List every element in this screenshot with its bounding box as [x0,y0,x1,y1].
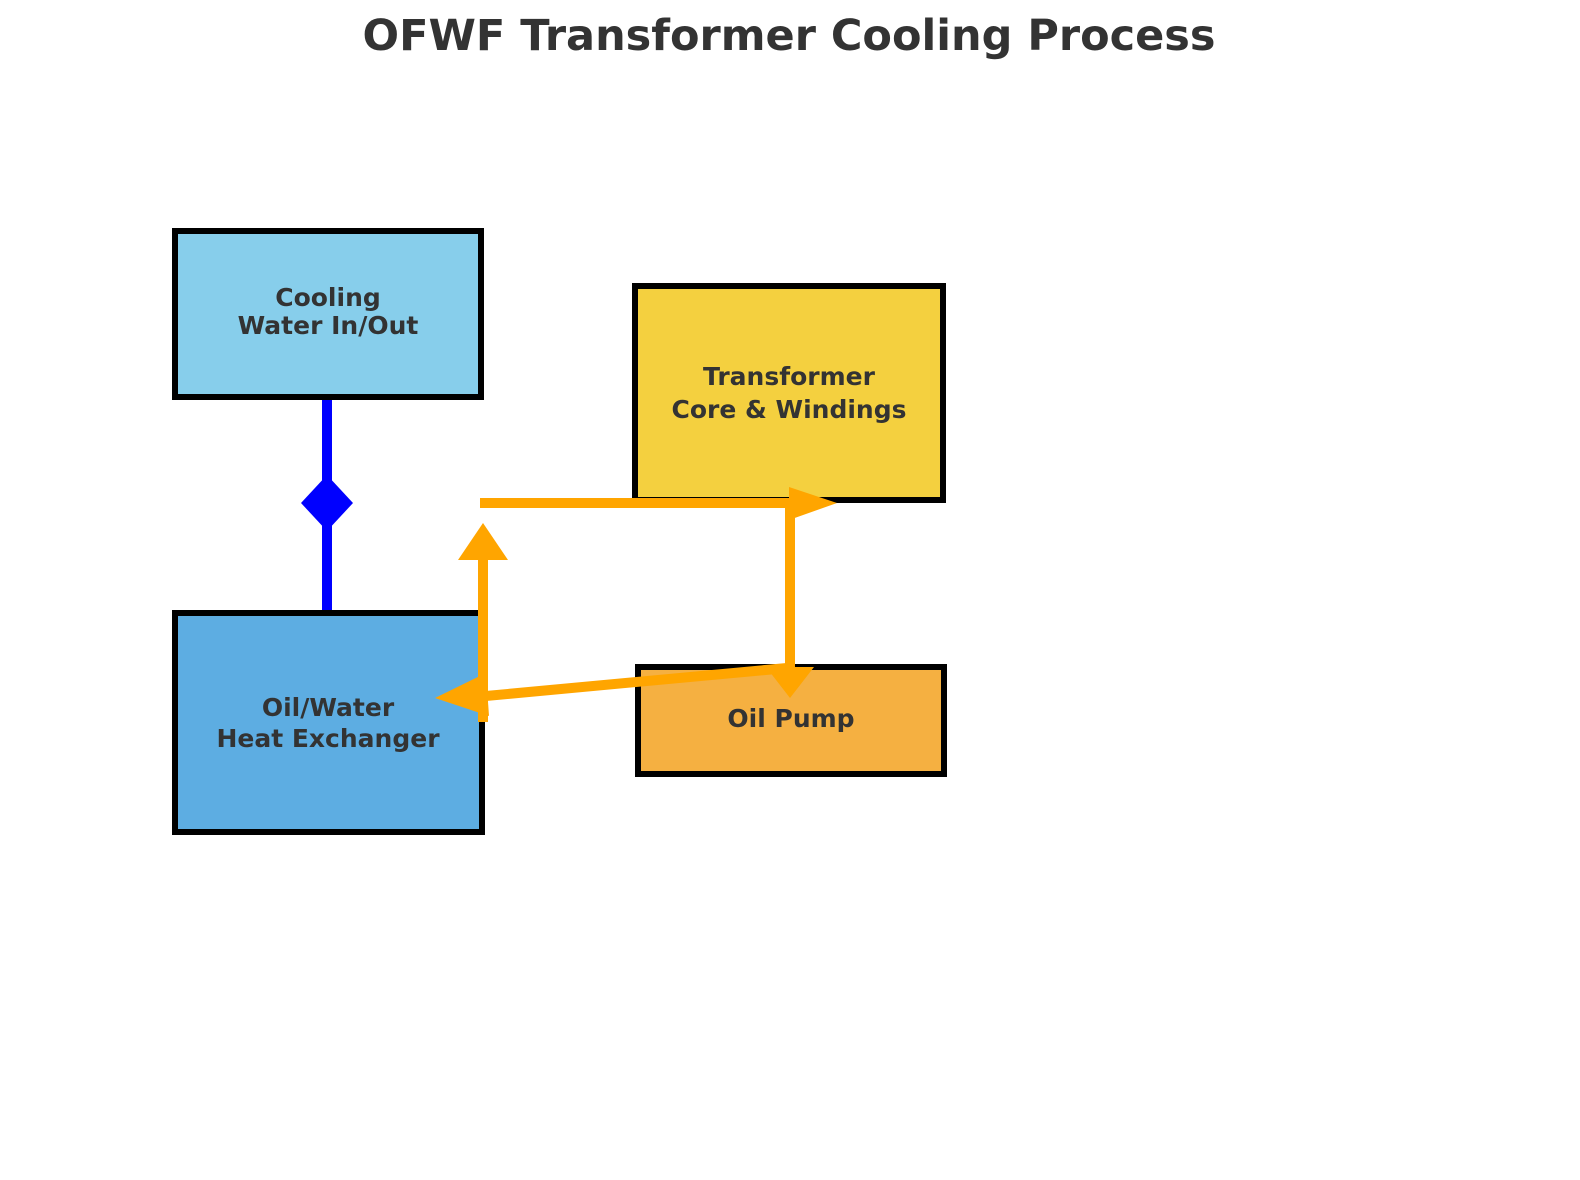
cooling-water-label-line1: Cooling [275,283,381,312]
oil-flow-to-transformer-arrowhead-icon [789,487,837,520]
oil-flow-pump-to-hx-line [474,663,788,702]
diagram-title: OFWF Transformer Cooling Process [363,11,1216,61]
cooling-water-label-line2: Water In/Out [238,311,419,340]
transformer-label-line1: Transformer [703,362,876,391]
oil-flow-hx-up-arrowhead-icon [458,523,508,560]
oil-pump-label: Oil Pump [727,704,854,733]
heat-exchanger-label-line1: Oil/Water [262,693,395,722]
transformer-label-line2: Core & Windings [672,395,907,424]
water-line-diamond-icon [301,475,353,531]
node-heat-exchanger-box [172,610,485,835]
node-cooling-water-box [172,228,484,400]
oil-flow-pump-to-hx-arrowhead-icon [435,673,489,716]
heat-exchanger-label-line2: Heat Exchanger [216,724,440,753]
node-transformer-box [632,283,946,503]
oil-flow-transformer-to-pump-arrowhead-icon [766,667,814,698]
